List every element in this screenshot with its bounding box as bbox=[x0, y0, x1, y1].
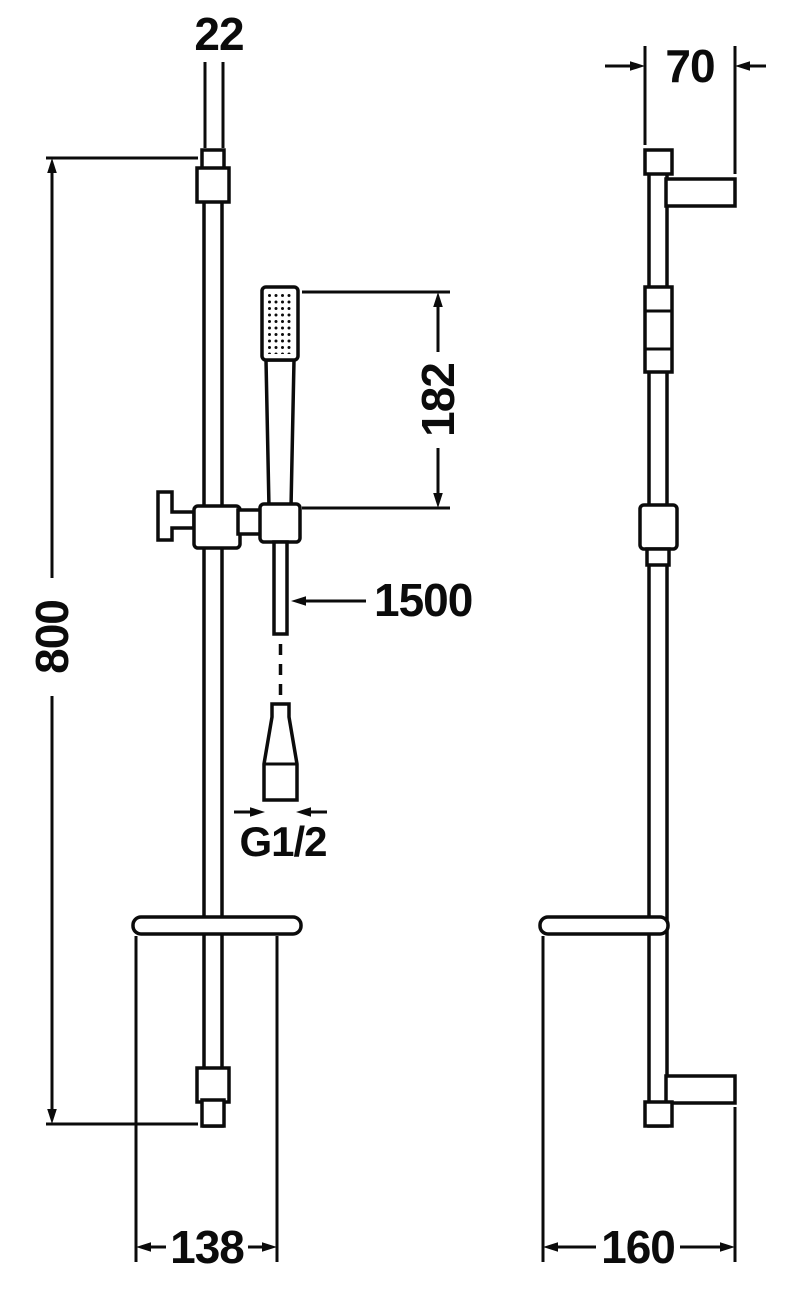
dimension-thread: G1/2 bbox=[234, 807, 328, 865]
rail-top-bracket bbox=[195, 166, 231, 204]
rail-top-cap-side bbox=[643, 148, 674, 176]
handset-handle bbox=[264, 358, 296, 510]
shelf-depth-arrow-right bbox=[720, 1242, 735, 1252]
shelf-depth-arrow-left bbox=[543, 1242, 558, 1252]
handset-holder bbox=[258, 502, 302, 544]
bracket-depth-arrow-left-pointing bbox=[735, 61, 750, 71]
dimension-shelf-depth: 160 bbox=[541, 936, 737, 1273]
slider-block-side bbox=[638, 503, 679, 551]
slider-lower-side bbox=[645, 547, 671, 567]
rail-width-label: 22 bbox=[194, 8, 243, 60]
top-wall-arm bbox=[664, 177, 737, 208]
bracket-depth-label: 70 bbox=[665, 40, 714, 92]
hose-length-label: 1500 bbox=[374, 574, 472, 626]
soap-shelf-side bbox=[538, 915, 670, 936]
thread-arrow-left-pointing bbox=[296, 807, 311, 817]
rail-collar-side bbox=[643, 285, 674, 374]
shelf-width-arrow-right bbox=[262, 1242, 277, 1252]
bottom-wall-arm bbox=[664, 1074, 737, 1105]
slider-block bbox=[192, 504, 242, 550]
dimension-hose-length: 1500 bbox=[291, 574, 473, 626]
dimension-shelf-width: 138 bbox=[134, 936, 279, 1273]
hose-arrow-left bbox=[291, 596, 306, 606]
dimension-handset-length: 182 bbox=[302, 290, 464, 510]
rail-height-label: 800 bbox=[26, 600, 78, 674]
handset-arrow-down bbox=[433, 493, 443, 508]
dimension-bracket-depth: 70 bbox=[605, 40, 766, 174]
dimensions: 22 800 182 1500 bbox=[26, 8, 766, 1273]
wall-hook bbox=[156, 490, 196, 542]
rail-height-arrow-up bbox=[47, 158, 57, 173]
soap-shelf bbox=[131, 915, 303, 936]
thread-label: G1/2 bbox=[239, 818, 326, 865]
spray-face bbox=[267, 293, 293, 354]
dimension-rail-height: 800 bbox=[26, 156, 198, 1126]
rail-bottom-bracket bbox=[195, 1066, 231, 1104]
dimension-rail-width: 22 bbox=[194, 8, 245, 148]
rail-height-arrow-down bbox=[47, 1109, 57, 1124]
handset-arrow-up bbox=[433, 292, 443, 307]
handset-length-label: 182 bbox=[412, 363, 464, 437]
bracket-depth-arrow-right-pointing bbox=[630, 61, 645, 71]
shelf-width-arrow-left bbox=[136, 1242, 151, 1252]
rail-bottom-cap bbox=[200, 1098, 226, 1128]
hose-outlet bbox=[272, 540, 289, 636]
hose-cone-connector bbox=[262, 702, 299, 802]
thread-arrow-right-pointing bbox=[250, 807, 265, 817]
shelf-width-label: 138 bbox=[170, 1221, 244, 1273]
shower-rail bbox=[202, 150, 224, 1128]
rail-bottom-cap-side bbox=[643, 1100, 674, 1128]
front-view bbox=[131, 148, 303, 1128]
side-view bbox=[538, 148, 737, 1128]
shelf-depth-label: 160 bbox=[601, 1221, 675, 1273]
